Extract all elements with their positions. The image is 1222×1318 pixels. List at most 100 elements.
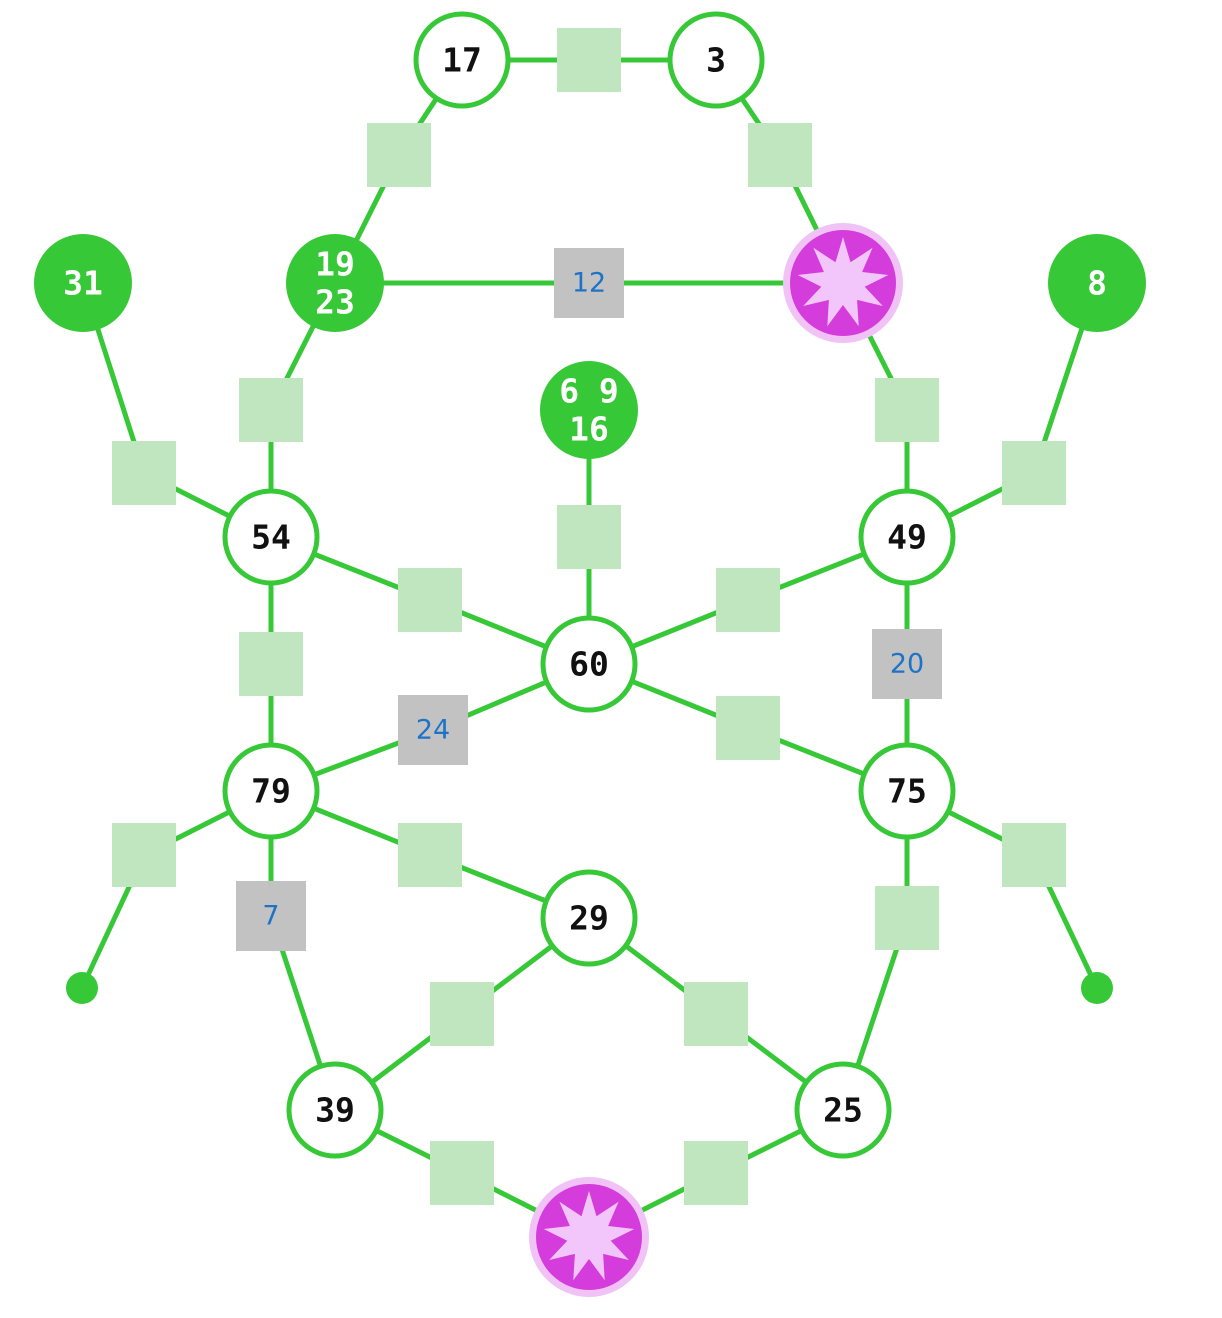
node-disc-open xyxy=(540,869,638,967)
slot-empty[interactable] xyxy=(398,823,462,887)
node-n3[interactable]: 3 xyxy=(667,11,765,109)
node-n17[interactable]: 17 xyxy=(413,11,511,109)
slot-tile xyxy=(398,823,462,887)
node-label: 39 xyxy=(315,1091,355,1130)
slot-empty[interactable] xyxy=(716,696,780,760)
node-disc-open xyxy=(222,488,320,586)
node-disc-open xyxy=(413,11,511,109)
slot-tile xyxy=(875,378,939,442)
node-disc-open xyxy=(858,488,956,586)
node-label: 60 xyxy=(569,645,609,684)
slot-tile xyxy=(716,568,780,632)
node-label: 19 xyxy=(315,245,355,284)
edge-n75-n25 xyxy=(840,791,910,1111)
node-label: 49 xyxy=(887,518,927,557)
slot-tile xyxy=(748,123,812,187)
node-n49[interactable]: 49 xyxy=(858,488,956,586)
slot-tile xyxy=(367,123,431,187)
star-icon xyxy=(543,1191,635,1281)
slot-tile xyxy=(557,28,621,92)
node-star-top[interactable] xyxy=(783,223,903,343)
node-label: 54 xyxy=(251,518,291,557)
slot-empty[interactable] xyxy=(875,886,939,950)
slot-empty[interactable] xyxy=(367,123,431,187)
node-label: 75 xyxy=(887,772,927,811)
slot-tile xyxy=(398,568,462,632)
node-disc-filled xyxy=(1048,234,1146,332)
node-n79[interactable]: 79 xyxy=(222,742,320,840)
slot-empty[interactable] xyxy=(112,441,176,505)
slot-empty[interactable] xyxy=(557,505,621,569)
slot-empty[interactable] xyxy=(748,123,812,187)
node-n39[interactable]: 39 xyxy=(286,1061,384,1159)
node-n31[interactable]: 31 xyxy=(34,234,132,332)
node-n75[interactable]: 75 xyxy=(858,742,956,840)
slot-empty[interactable] xyxy=(112,823,176,887)
slot-number: 24 xyxy=(416,715,450,746)
slot-tile xyxy=(875,886,939,950)
slot-tile xyxy=(239,378,303,442)
node-n25[interactable]: 25 xyxy=(794,1061,892,1159)
slot-empty[interactable] xyxy=(716,568,780,632)
terminal-dot xyxy=(66,972,98,1004)
slot-tile xyxy=(236,881,306,951)
node-label: 25 xyxy=(823,1091,863,1130)
slot-tile xyxy=(684,1141,748,1205)
slot-7[interactable]: 7 xyxy=(236,881,306,951)
slot-tile xyxy=(684,982,748,1046)
slot-empty[interactable] xyxy=(875,378,939,442)
slot-empty[interactable] xyxy=(398,568,462,632)
node-n60[interactable]: 60 xyxy=(540,615,638,713)
slot-tile xyxy=(239,632,303,696)
node-end-right[interactable] xyxy=(1081,972,1113,1004)
node-label: 3 xyxy=(706,41,726,80)
node-disc-filled xyxy=(34,234,132,332)
star-icon xyxy=(797,237,889,327)
node-label: 29 xyxy=(569,899,609,938)
node-disc-filled xyxy=(286,234,384,332)
slot-empty[interactable] xyxy=(1002,823,1066,887)
node-end-left[interactable] xyxy=(66,972,98,1004)
terminal-dot xyxy=(1081,972,1113,1004)
slot-tile xyxy=(1002,441,1066,505)
slot-number: 20 xyxy=(890,649,924,680)
node-n54[interactable]: 54 xyxy=(222,488,320,586)
node-disc-filled xyxy=(540,361,638,459)
node-label: 6 9 xyxy=(559,372,619,411)
slot-tile xyxy=(430,982,494,1046)
node-disc-open xyxy=(540,615,638,713)
node-label: 8 xyxy=(1087,264,1107,303)
slot-tile xyxy=(1002,823,1066,887)
slot-tile xyxy=(112,441,176,505)
node-label: 17 xyxy=(442,41,482,80)
node-label: 16 xyxy=(569,410,609,449)
slot-empty[interactable] xyxy=(1002,441,1066,505)
node-n6916[interactable]: 6 916 xyxy=(540,361,638,459)
node-star-bottom[interactable] xyxy=(529,1177,649,1297)
slot-empty[interactable] xyxy=(684,1141,748,1205)
slot-empty[interactable] xyxy=(239,632,303,696)
node-disc-open xyxy=(858,742,956,840)
slot-empty[interactable] xyxy=(557,28,621,92)
slot-empty[interactable] xyxy=(430,1141,494,1205)
slot-empty[interactable] xyxy=(430,982,494,1046)
slot-tile xyxy=(557,505,621,569)
node-label: 31 xyxy=(63,264,103,303)
node-label: 79 xyxy=(251,772,291,811)
slot-empty[interactable] xyxy=(239,378,303,442)
slot-tile xyxy=(554,248,624,318)
slot-tile xyxy=(430,1141,494,1205)
slots-layer: 12 20 24 7 xyxy=(112,28,1066,1205)
slot-tile xyxy=(112,823,176,887)
node-disc-open xyxy=(286,1061,384,1159)
node-n8[interactable]: 8 xyxy=(1048,234,1146,332)
node-label: 23 xyxy=(315,283,355,322)
node-n29[interactable]: 29 xyxy=(540,869,638,967)
slot-20[interactable]: 20 xyxy=(872,629,942,699)
slot-24[interactable]: 24 xyxy=(398,695,468,765)
slot-empty[interactable] xyxy=(684,982,748,1046)
slot-12[interactable]: 12 xyxy=(554,248,624,318)
